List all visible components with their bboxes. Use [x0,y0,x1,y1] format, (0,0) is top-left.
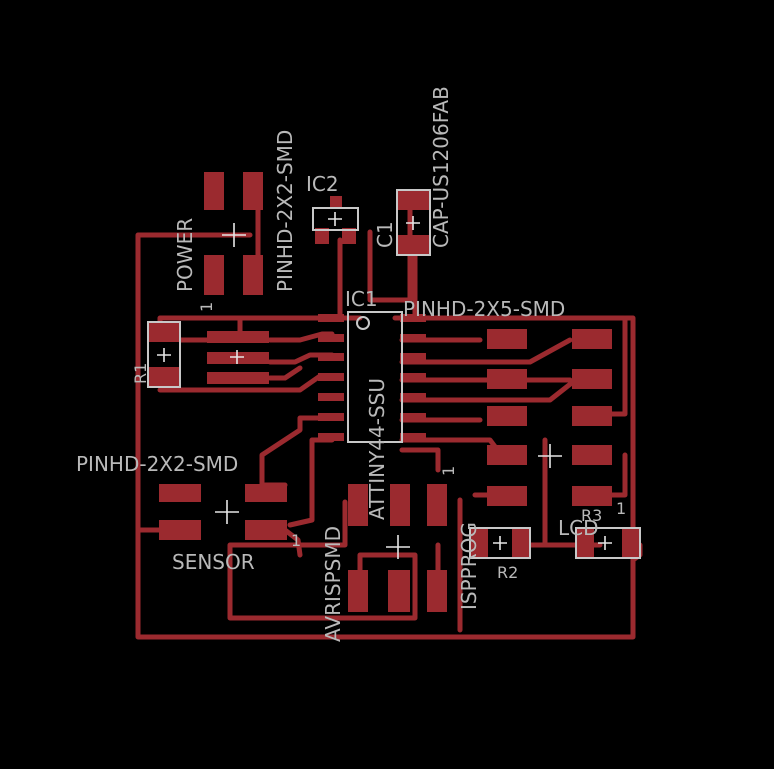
label-pinhd-2x5: PINHD-2X5-SMD [403,297,565,321]
pad-ic1-r3 [400,353,426,361]
origin-avrisp [386,535,410,559]
pad-ic2-top [330,196,342,208]
label-r1: R1 [131,363,150,384]
trace-isp [227,447,441,621]
origin-2x5 [538,444,562,468]
pad-r2-left [470,528,488,558]
trace-outer-loop [135,232,636,640]
pad-avrisp-1 [348,484,368,526]
pad-ic1-l2 [318,334,344,342]
outline-ic2 [312,207,359,231]
copper-pads [148,172,640,612]
pad-avrisp-4 [348,570,368,612]
label-ic1: IC1 [345,287,378,311]
pad-avrisp-5 [388,570,410,612]
pad-2x5-b3 [572,406,612,426]
pad-power-1 [204,172,224,210]
label-pin1-sensor: 1 [291,531,301,550]
pad-ic2-left [315,228,329,244]
pad-c1-bot [397,235,430,255]
origin-sensor [215,500,239,524]
label-pinhd-2x2-top: PINHD-2X2-SMD [273,130,297,292]
outline-r1 [147,321,181,388]
pad-c1-top [397,190,430,210]
pad-ic1-l5 [318,393,344,401]
pad-ic1-l6 [318,413,344,421]
outline-c1 [396,189,431,256]
pad-r1-top [148,322,180,342]
pad-avrisp-6 [427,570,447,612]
origin-hdr-l [230,350,244,364]
silkscreen-outlines [147,189,641,559]
label-r3: R3 [581,506,602,525]
pad-power-3 [204,255,224,295]
pad-ic1-r6 [400,413,426,421]
label-r2: R2 [497,563,518,582]
label-power: POWER [173,218,197,292]
origin-r1 [157,348,171,362]
pad-sensor-2 [245,484,287,502]
outline-ic1 [347,311,403,443]
label-pin1-isp: 1 [439,466,458,476]
pad-2x5-b1 [572,329,612,349]
pad-ic1-r7 [400,433,426,441]
pad-sensor-4 [245,520,287,540]
pad-ic1-r1 [400,314,426,322]
pad-2x5-a5 [487,486,527,506]
label-attiny: ATTINY44-SSU [365,378,389,520]
pad-avrisp-2 [390,484,410,526]
pad-sensor-1 [159,484,201,502]
pad-power-4 [243,255,263,295]
pad-ic1-l7 [318,433,344,441]
pad-ic1-r5 [400,393,426,401]
outline-r3 [575,527,641,559]
pad-2x5-b4 [572,445,612,465]
origin-ic2 [328,212,342,226]
outline-ic1-pin1 [356,316,370,330]
pad-ic2-right [342,228,356,244]
label-cap-value: CAP-US1206FAB [429,86,453,248]
origin-power [222,223,246,247]
label-pin1-power: 1 [197,302,216,312]
label-ispprog: ISPPROG [457,522,481,610]
label-pin1-lcd: 1 [616,499,626,518]
label-pinhd-2x2-left: PINHD-2X2-SMD [76,452,238,476]
origin-c1 [406,216,420,230]
pad-2x5-a2 [487,369,527,389]
pad-ic1-l1 [318,314,344,322]
pad-avrisp-3 [427,484,447,526]
pad-ic1-r2 [400,334,426,342]
silkscreen-labels: IC2 CAP-US1206FAB C1 PINHD-2X2-SMD POWER… [76,86,626,642]
pad-2x5-a1 [487,329,527,349]
pad-ic1-l4 [318,373,344,381]
trace-ic1-right [399,337,581,459]
label-ic2: IC2 [306,172,339,196]
pad-ic1-l3 [318,353,344,361]
pad-r3-left [576,528,594,558]
label-avrispsmd: AVRISPSMD [321,526,345,642]
label-c1: C1 [373,221,397,248]
origin-r2 [493,536,507,550]
pad-r1-bot [148,367,180,387]
pad-hdr-l-3 [207,372,269,384]
origin-r3 [598,536,612,550]
pad-2x5-a4 [487,445,527,465]
pad-2x5-b5 [572,486,612,506]
trace-right-col [522,315,628,548]
pad-power-2 [243,172,263,210]
pad-r2-right [512,528,530,558]
pad-sensor-3 [159,520,201,540]
origin-markers [157,212,612,559]
pad-hdr-l-2 [207,352,269,364]
label-lcd: LCD [558,516,599,540]
outline-r2 [469,527,531,559]
label-sensor: SENSOR [172,550,255,574]
pad-2x5-a3 [487,406,527,426]
pad-ic1-r4 [400,373,426,381]
pad-2x5-b2 [572,369,612,389]
pad-r3-right [622,528,640,558]
pad-hdr-l-1 [207,331,269,343]
